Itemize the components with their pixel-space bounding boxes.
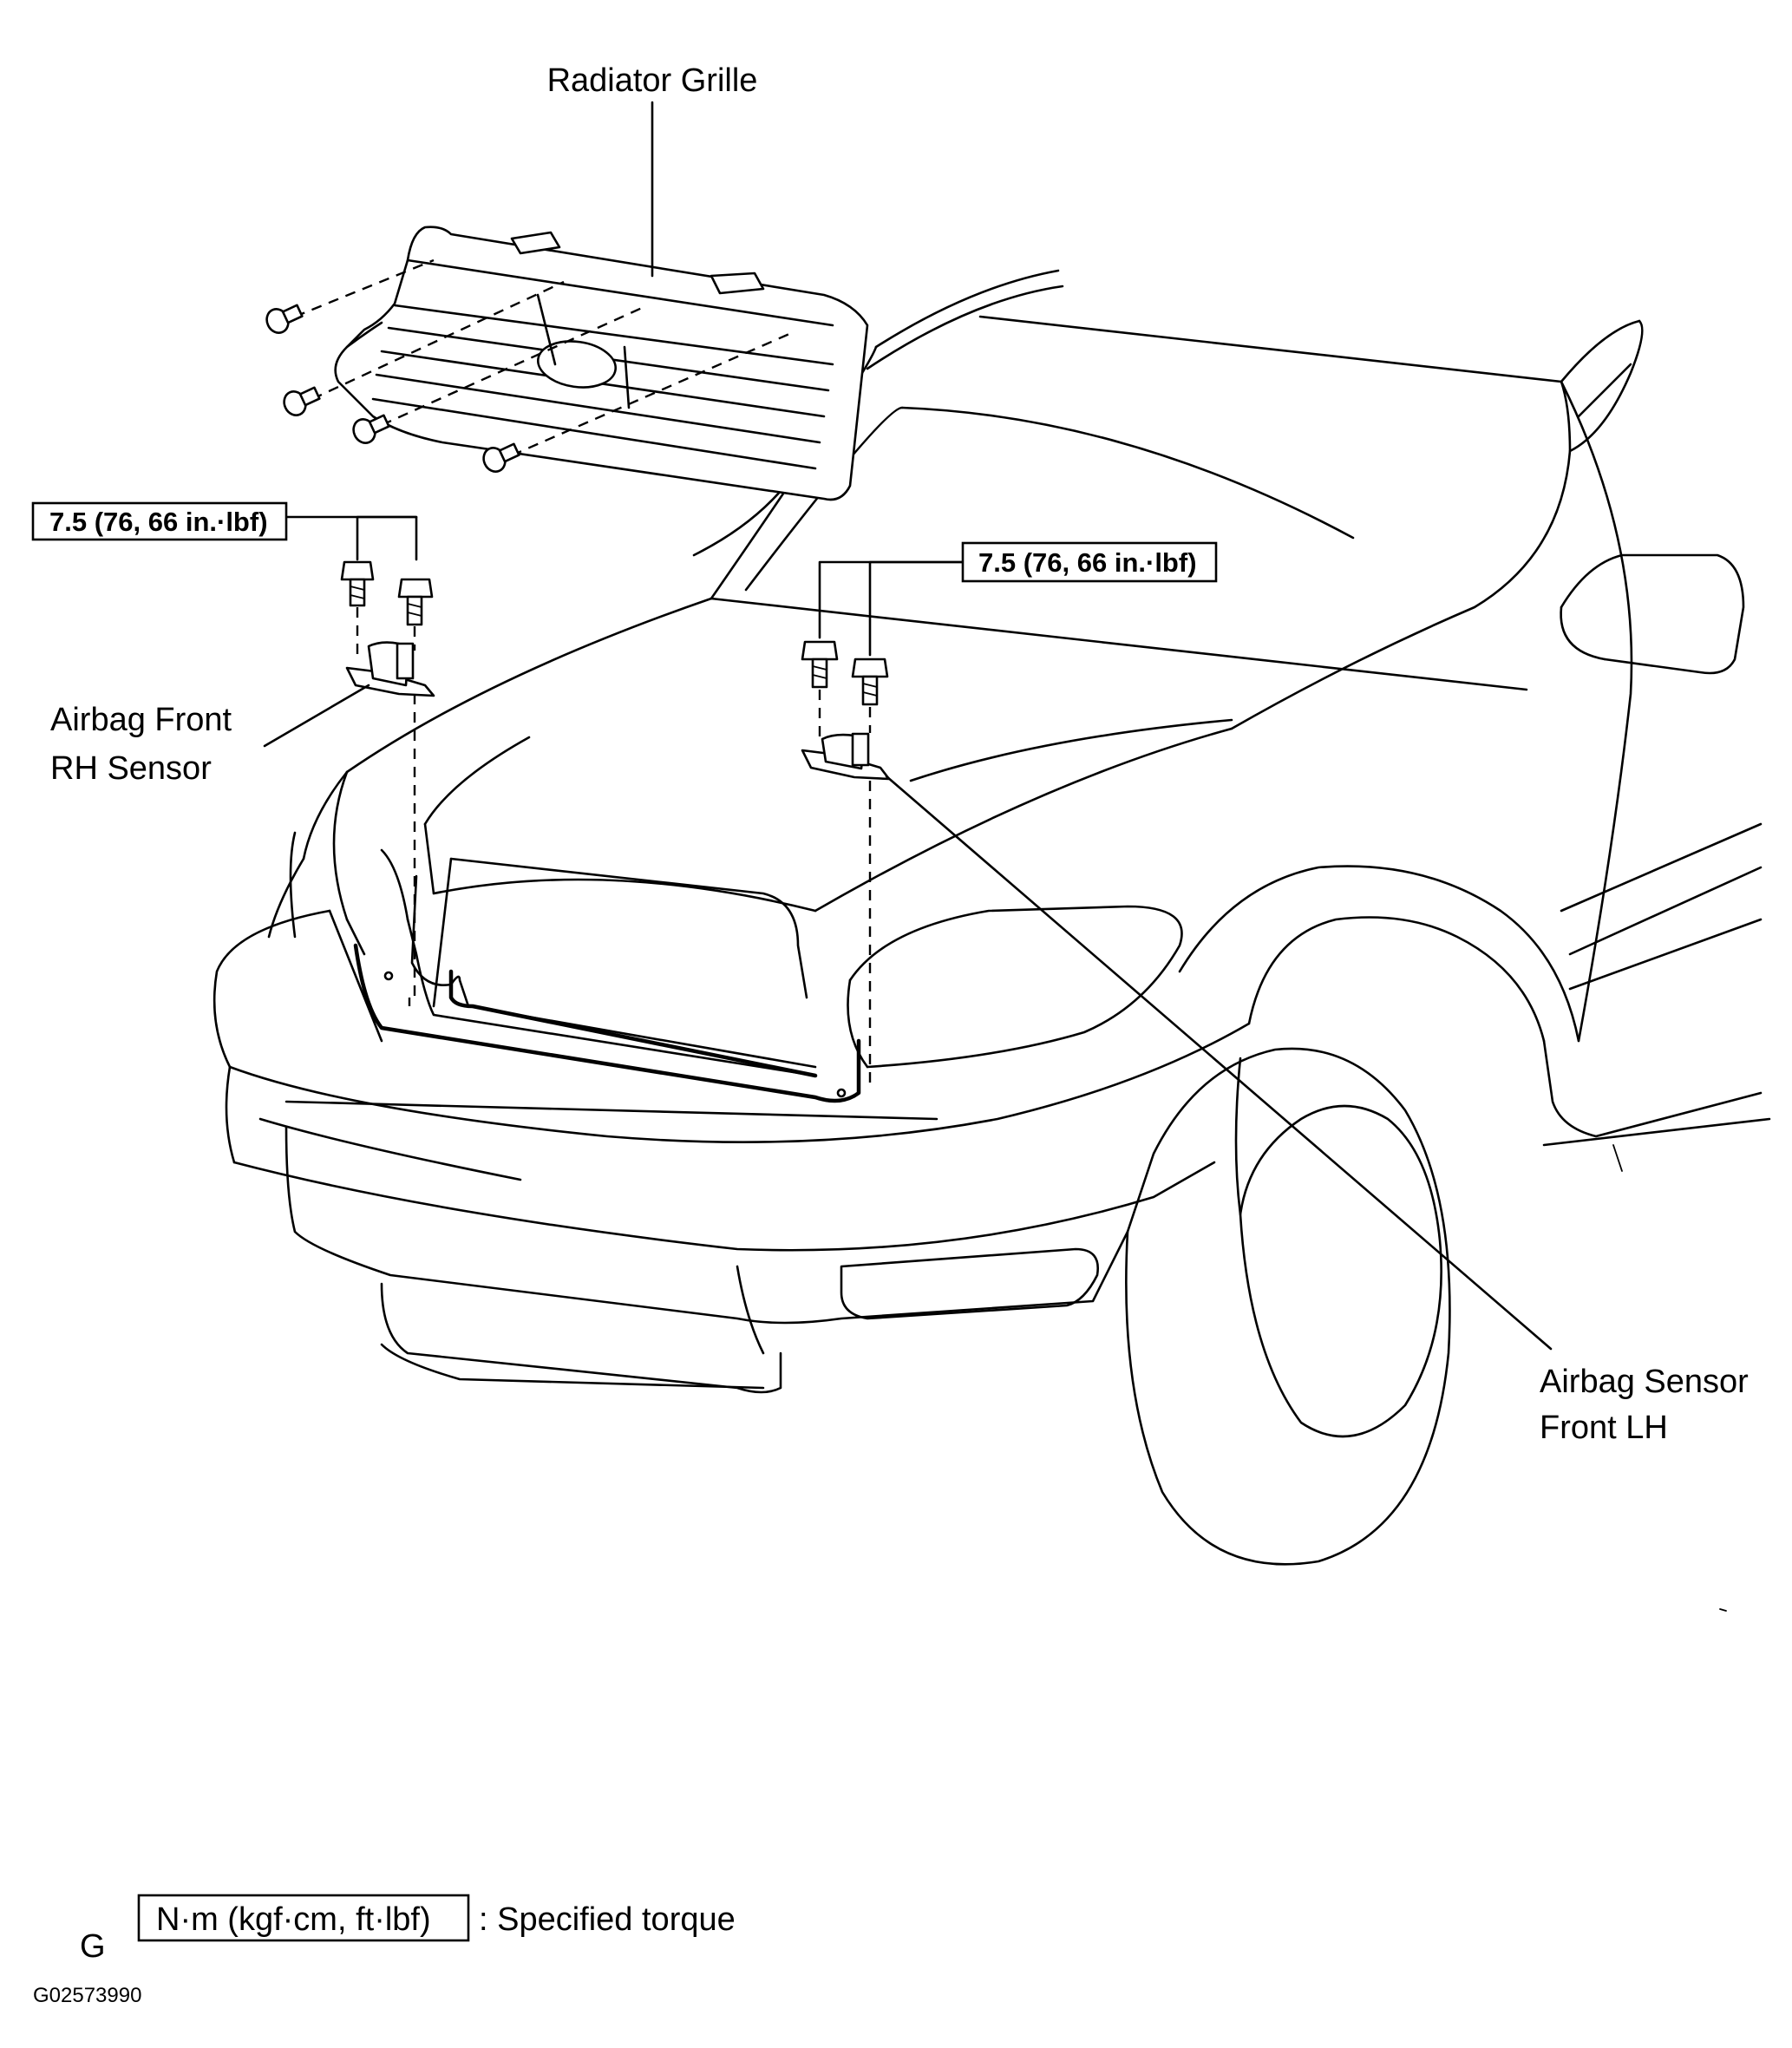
lh-sensor-label-line2: Front LH — [1540, 1410, 1668, 1446]
bolt-icon — [340, 560, 375, 607]
torque-box-lh — [961, 541, 1218, 583]
legend-description: : Specified torque — [479, 1901, 736, 1938]
rh-sensor-assembly — [263, 515, 435, 1006]
torque-spec-lh: 7.5 (76, 66 in.·lbf) — [978, 547, 1197, 578]
legend-unit-box — [137, 1894, 470, 1942]
rh-sensor-label-line2: RH Sensor — [50, 750, 212, 787]
bolt-icon — [801, 640, 839, 689]
rh-sensor-label-line1: Airbag Front — [50, 702, 232, 738]
torque-box-rh — [31, 501, 288, 541]
lh-sensor-label-line1: Airbag Sensor — [1540, 1364, 1749, 1400]
sensor-icon — [345, 641, 435, 697]
bolt-icon — [397, 578, 434, 626]
mount-hole — [836, 1088, 847, 1098]
radiator-grille-part — [294, 226, 869, 501]
bolt-icon — [851, 658, 889, 706]
vehicle-outline — [213, 269, 1771, 1566]
mount-hole — [383, 971, 394, 981]
torque-spec-rh: 7.5 (76, 66 in.·lbf) — [49, 507, 268, 537]
radiator-grille-label: Radiator Grille — [547, 62, 758, 99]
legend-unit-text: N·m (kgf·cm, ft·lbf) — [156, 1901, 431, 1938]
sensor-icon — [801, 732, 891, 781]
figure-code: G02573990 — [33, 1984, 141, 2007]
section-letter: G — [80, 1928, 106, 1965]
stray-mark — [1719, 1608, 1727, 1612]
clip-icon — [265, 304, 520, 473]
lh-sensor-assembly — [801, 560, 1553, 1351]
